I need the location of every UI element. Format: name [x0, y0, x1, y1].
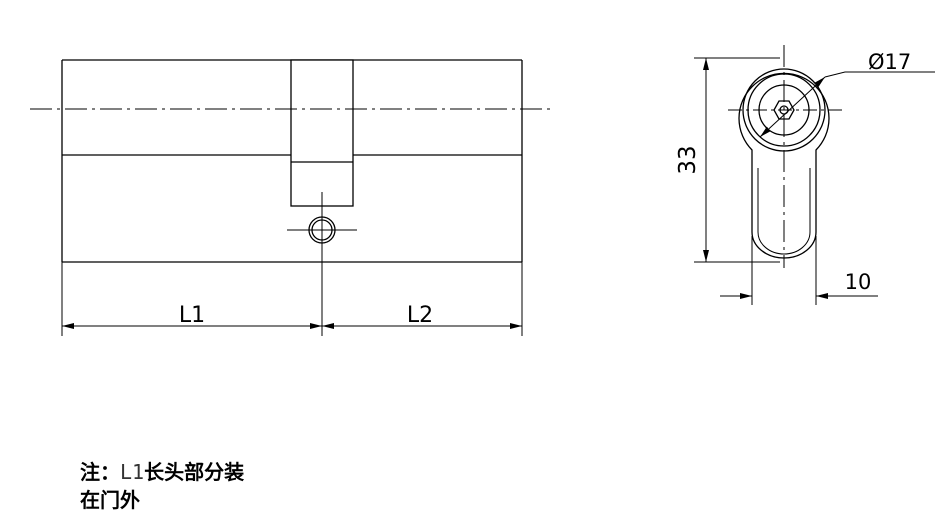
dim-line-diameter [759, 76, 826, 138]
dim-label-l1: L1 [179, 303, 205, 328]
dim-label-width: 10 [845, 270, 872, 294]
side-view [694, 45, 935, 305]
diameter-leader [824, 71, 935, 78]
note-line-1-text: 长头部分装 [144, 460, 245, 484]
dim-label-diameter: Ø17 [868, 50, 911, 74]
note-line-2: 在门外 [80, 484, 140, 513]
dim-label-height: 33 [675, 145, 701, 174]
note-prefix: 注： [80, 460, 120, 484]
cylinder-profile [738, 72, 830, 259]
tail-inner-arc [757, 231, 811, 255]
front-view [30, 59, 555, 336]
cam [290, 59, 354, 207]
note-line-2-text: 在门外 [80, 488, 140, 512]
note-code: L1 [120, 460, 145, 484]
note-line-1: 注：L1长头部分装 [80, 456, 244, 485]
dim-label-l2: L2 [407, 303, 433, 328]
